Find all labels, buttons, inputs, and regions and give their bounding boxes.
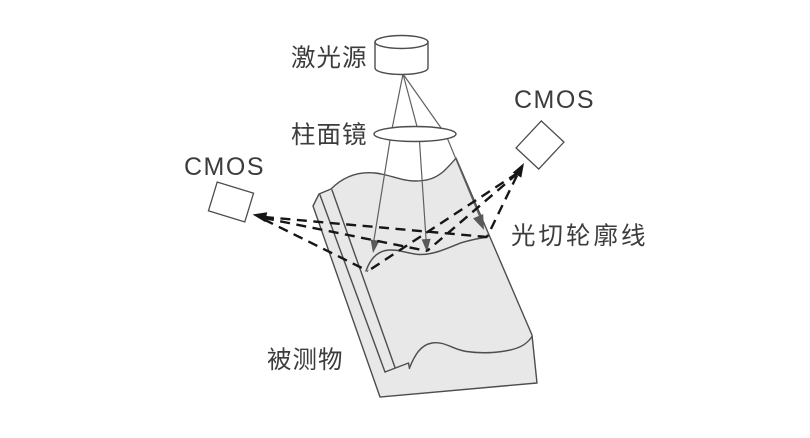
object-left-rail-line-inner bbox=[319, 194, 386, 373]
arrowhead-into-right-cmos-icon bbox=[512, 163, 524, 178]
reflected-ray-arrowheads bbox=[252, 163, 524, 223]
cmos-right-sensor bbox=[515, 119, 565, 171]
ray-left-cmos-to-profile-middle bbox=[263, 216, 428, 253]
cmos-left-label: CMOS bbox=[184, 153, 265, 181]
laser-source-shape bbox=[374, 34, 429, 76]
laser-beam-arrowheads bbox=[370, 214, 484, 253]
light-section-profile-curve bbox=[365, 236, 488, 272]
measured-object-label: 被测物 bbox=[267, 346, 344, 374]
beam-arrowhead-middle-icon bbox=[421, 238, 431, 252]
object-left-rail-line-outer bbox=[331, 189, 396, 369]
measured-object bbox=[312, 157, 538, 398]
beam-arrowhead-left-icon bbox=[370, 239, 380, 253]
light-section-profile-label: 光切轮廓线 bbox=[511, 222, 649, 250]
laser-cylinder-top bbox=[374, 34, 429, 50]
ray-left-cmos-to-profile-left bbox=[263, 218, 369, 273]
cylindrical-lens-shape bbox=[373, 125, 457, 143]
ray-left-cmos-to-profile-right bbox=[263, 215, 488, 239]
cmos-left-sensor bbox=[207, 181, 255, 223]
ray-right-cmos-to-profile-middle bbox=[426, 172, 519, 252]
cylindrical-lens-label: 柱面镜 bbox=[291, 121, 368, 149]
object-front-wavy-edge bbox=[408, 335, 533, 369]
cmos-right-label: CMOS bbox=[514, 86, 595, 114]
object-step-edge bbox=[384, 362, 411, 373]
ray-right-cmos-to-profile-left bbox=[367, 171, 519, 273]
beam-arrowhead-right-icon bbox=[473, 214, 484, 230]
measured-object-silhouette bbox=[312, 157, 538, 398]
ray-right-cmos-to-profile-right bbox=[485, 174, 519, 238]
laser-cylinder-body bbox=[374, 41, 429, 76]
laser-source-label: 激光源 bbox=[291, 44, 368, 72]
reflected-rays bbox=[263, 171, 519, 273]
arrowhead-into-left-cmos-icon bbox=[252, 212, 268, 223]
